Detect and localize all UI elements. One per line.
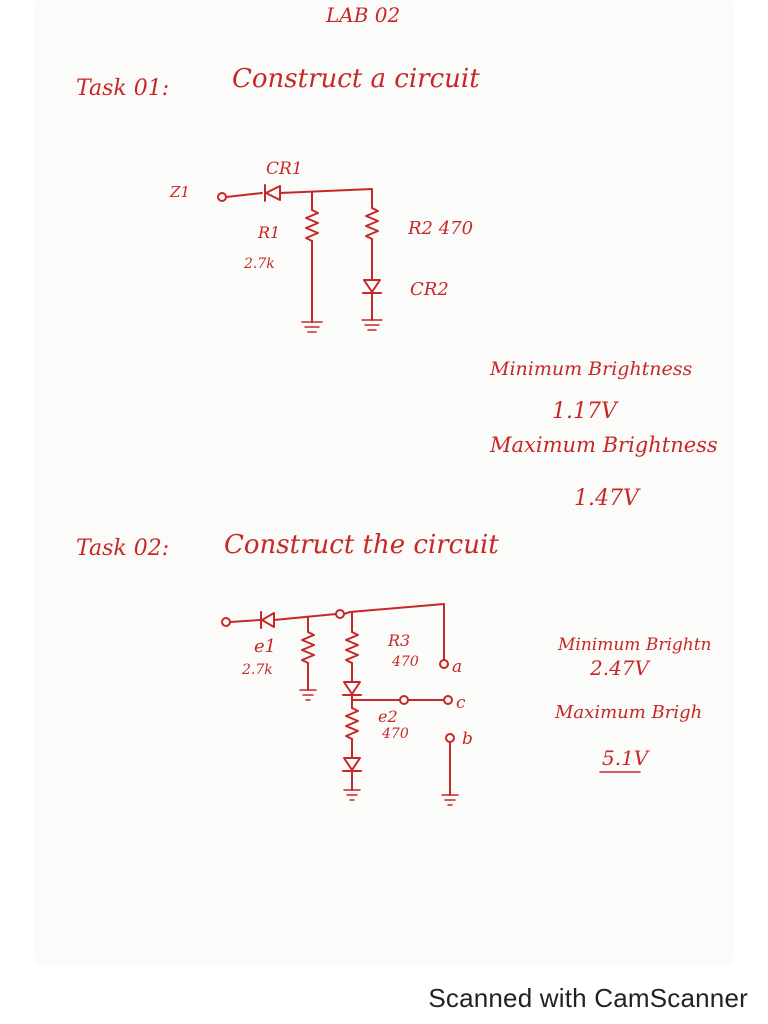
task2-r1-label: e1 <box>254 636 276 657</box>
wire <box>225 192 263 198</box>
task2-r1-value: 2.7k <box>241 662 273 678</box>
node-c-label: c <box>456 693 466 713</box>
task1-circuit: Z1 CR1 R1 2.7k R2 470 CR2 <box>169 159 473 333</box>
terminal-b <box>445 733 455 743</box>
task2-min-label: Minimum Brightn <box>557 635 712 655</box>
camscanner-watermark: Scanned with CamScanner <box>428 983 748 1013</box>
task2-r2-label: e2 <box>378 707 398 726</box>
wire <box>279 188 373 209</box>
task2-max-value: 5.1V <box>602 746 651 770</box>
scanned-page <box>38 0 730 962</box>
page-title: LAB 02 <box>325 3 400 27</box>
task1-cr2-label: CR2 <box>410 279 449 300</box>
wire <box>229 619 261 623</box>
terminal-a <box>439 659 449 669</box>
task2-r3-value: 470 <box>391 654 419 670</box>
task2-max-label: Maximum Brigh <box>554 702 702 723</box>
task1-cr1-label: CR1 <box>266 159 303 179</box>
node-b-label: b <box>462 729 473 749</box>
diode-icon <box>261 612 275 628</box>
ground-icon <box>343 789 361 801</box>
task1-heading: Construct a circuit <box>232 64 480 94</box>
ground-icon <box>441 794 459 806</box>
junction-terminal <box>399 695 409 705</box>
task2-label: Task 02: <box>76 536 169 561</box>
task1-max-label: Maximum Brightness <box>489 433 718 457</box>
terminal-c <box>443 695 453 705</box>
wire <box>273 613 337 621</box>
task1-r1-value: 2.7k <box>243 256 275 272</box>
node-a-label: a <box>452 657 462 677</box>
diode-icon <box>343 757 361 771</box>
resistor-r2-icon <box>345 707 359 740</box>
task1-min-value: 1.17V <box>552 399 619 424</box>
resistor-r1-icon <box>305 209 319 242</box>
task2-r3-label: R3 <box>387 631 410 650</box>
task1-r1-label: R1 <box>257 223 280 242</box>
input-terminal <box>221 617 231 627</box>
diode-cr1-icon <box>265 185 281 201</box>
resistor-r2-icon <box>365 207 379 240</box>
task1-max-value: 1.47V <box>574 486 641 511</box>
diode-cr2-icon <box>363 279 381 293</box>
task1-label: Task 01: <box>76 76 169 101</box>
ground-icon <box>299 689 317 701</box>
task1-r2-label: R2 470 <box>407 218 473 239</box>
ground-icon <box>301 321 323 333</box>
diode-icon <box>343 681 361 695</box>
junction-terminal <box>335 609 345 619</box>
ground-icon <box>361 319 383 331</box>
task2-heading: Construct the circuit <box>224 530 499 560</box>
input-terminal <box>217 192 227 202</box>
task1-input-label: Z1 <box>169 183 190 201</box>
task2-circuit: a e1 2.7k R3 470 c e2 470 b <box>221 603 473 806</box>
resistor-r3-icon <box>345 631 359 664</box>
task1-min-label: Minimum Brightness <box>489 358 693 380</box>
task2-min-value: 2.47V <box>589 656 652 680</box>
resistor-r1-icon <box>301 631 315 664</box>
task2-r2-value: 470 <box>381 726 409 742</box>
wire <box>343 603 445 661</box>
